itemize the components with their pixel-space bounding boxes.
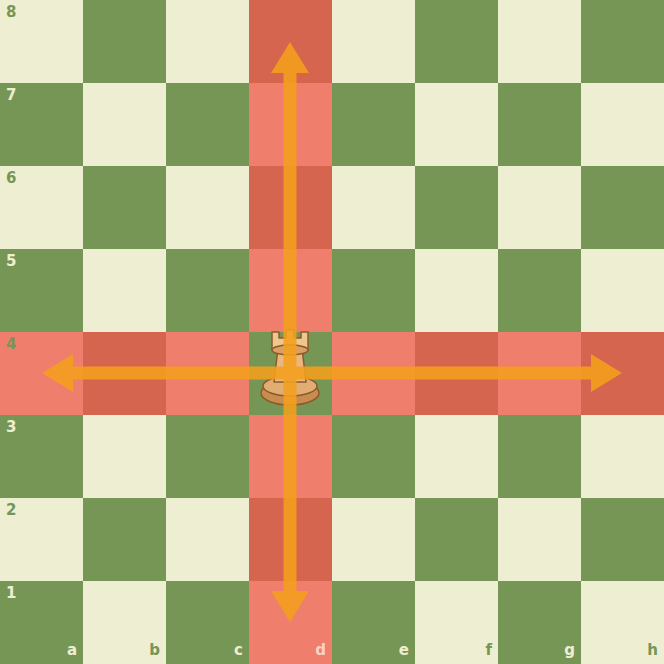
rank-label: 7 [6, 88, 16, 103]
file-label: c [234, 643, 243, 658]
file-label: e [399, 643, 409, 658]
rank-label: 5 [6, 254, 16, 269]
rank-label: 6 [6, 171, 16, 186]
rank-label: 3 [6, 420, 16, 435]
file-label: b [149, 643, 160, 658]
rank-label: 4 [6, 337, 16, 352]
rank-label: 8 [6, 5, 16, 20]
file-label: d [315, 643, 326, 658]
move-arrows [42, 42, 622, 622]
rank-label: 2 [6, 503, 16, 518]
rank-label: 1 [6, 586, 16, 601]
file-label: h [647, 643, 658, 658]
file-label: f [485, 643, 492, 658]
file-label: a [67, 643, 77, 658]
file-label: g [564, 643, 575, 658]
